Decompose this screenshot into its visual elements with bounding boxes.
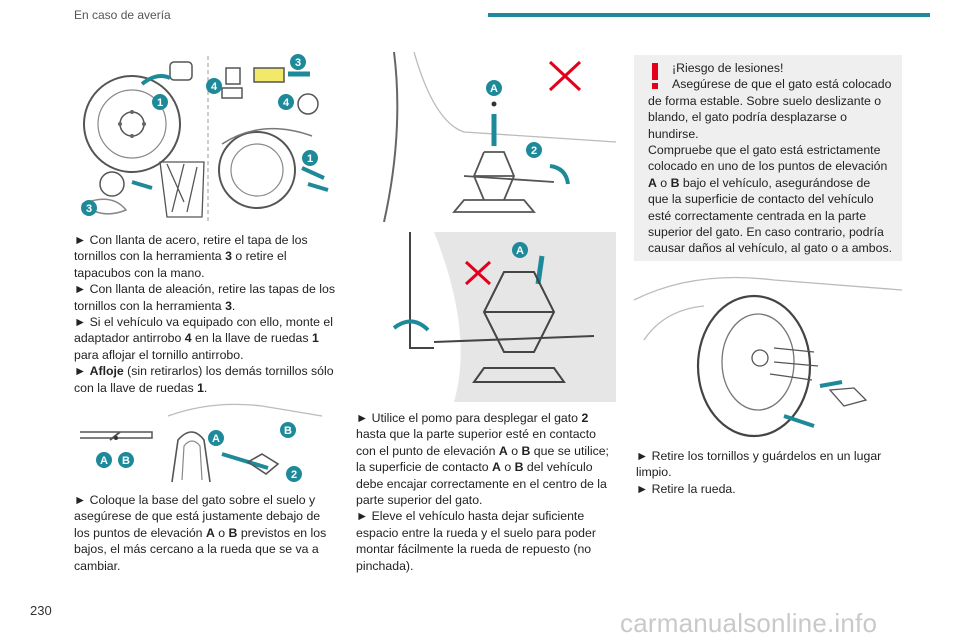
page-number: 230 (30, 603, 52, 618)
callout-1: 1 (307, 153, 313, 165)
warning-box: ¡Riesgo de lesiones! Asegúrese de que el… (634, 55, 902, 261)
section-title: En caso de avería (74, 8, 171, 22)
callout-a: A (516, 245, 524, 257)
figure-remove-wheel (634, 270, 902, 440)
figure-wheel-removal: 1 4 3 3 4 1 (72, 52, 334, 222)
header-accent-bar (488, 13, 930, 17)
exclamation-icon (652, 63, 658, 89)
instructions-remove-wheel: ► Retire los tornillos y guárdelos en un… (636, 449, 882, 496)
instructions-raise-vehicle: ► Utilice el pomo para desplegar el gato… (356, 411, 609, 573)
figure-jack-detail: A (354, 232, 616, 402)
callout-b: B (284, 425, 292, 437)
figure-lift-points: A B A B 2 (72, 396, 334, 484)
callout-a: A (100, 455, 108, 467)
instructions-jack-position: ► Coloque la base del gato sobre el suel… (74, 493, 327, 573)
warning-text-1: Asegúrese de que el gato está colocado d… (648, 77, 892, 141)
callout-4: 4 (211, 81, 218, 93)
callout-2: 2 (291, 469, 297, 481)
figure-jack-point-a: A 2 (354, 52, 616, 222)
callout-a: A (212, 433, 220, 445)
instructions-wheel-bolts: ► Con llanta de acero, retire el tapa de… (74, 233, 335, 395)
callout-1: 1 (157, 97, 163, 109)
callout-a: A (490, 83, 498, 95)
callout-3: 3 (86, 203, 92, 215)
callout-4: 4 (283, 97, 290, 109)
callout-3: 3 (295, 57, 301, 69)
watermark: carmanualsonline.info (620, 608, 878, 638)
callout-b: B (122, 455, 130, 467)
warning-title: ¡Riesgo de lesiones! (672, 61, 784, 75)
callout-2: 2 (531, 145, 537, 157)
warning-text-2: Compruebe que el gato está estrictamente… (648, 143, 893, 256)
